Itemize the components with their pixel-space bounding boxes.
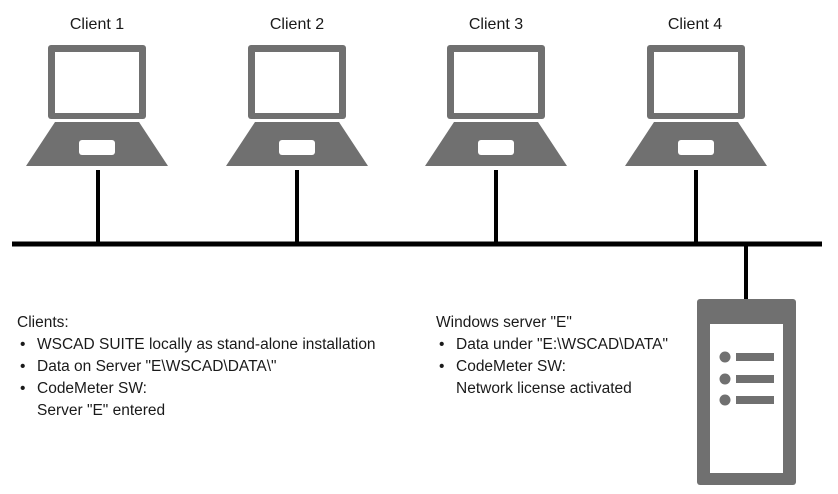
client-3-label: Client 3 — [469, 16, 523, 33]
laptop-icon — [625, 45, 767, 166]
server-tower-icon — [697, 299, 796, 485]
server-info-list: • Data under "E:\WSCAD\DATA" • CodeMeter… — [436, 334, 668, 400]
list-item: • WSCAD SUITE locally as stand-alone ins… — [17, 334, 376, 356]
list-item-text: CodeMeter SW: — [37, 380, 147, 397]
list-item-text: Data on Server "E\WSCAD\DATA\" — [37, 358, 277, 375]
clients-info-heading: Clients: — [17, 314, 69, 331]
client-1-label: Client 1 — [70, 16, 124, 33]
list-item-text: WSCAD SUITE locally as stand-alone insta… — [37, 336, 376, 353]
list-item-text: Network license activated — [456, 380, 632, 397]
client-2-label: Client 2 — [270, 16, 324, 33]
laptop-icon — [26, 45, 168, 166]
bullet-icon: • — [439, 336, 445, 353]
bullet-icon: • — [20, 336, 26, 353]
server-info: Windows server "E" • Data under "E:\WSCA… — [436, 312, 668, 400]
list-item: • CodeMeter SW: Server "E" entered — [17, 378, 376, 422]
list-item: • Data under "E:\WSCAD\DATA" — [436, 334, 668, 356]
list-item: • Data on Server "E\WSCAD\DATA\" — [17, 356, 376, 378]
server-info-heading: Windows server "E" — [436, 314, 572, 331]
bullet-icon: • — [439, 358, 445, 375]
list-item: • CodeMeter SW: Network license activate… — [436, 356, 668, 400]
bullet-icon: • — [20, 380, 26, 397]
bullet-icon: • — [20, 358, 26, 375]
clients-info: Clients: • WSCAD SUITE locally as stand-… — [17, 312, 376, 422]
list-item-text: Server "E" entered — [37, 402, 166, 419]
client-4-label: Client 4 — [668, 16, 722, 33]
list-item-text: Data under "E:\WSCAD\DATA" — [456, 336, 668, 353]
clients-info-list: • WSCAD SUITE locally as stand-alone ins… — [17, 334, 376, 422]
laptop-icon — [425, 45, 567, 166]
list-item-text: CodeMeter SW: — [456, 358, 566, 375]
laptop-icon — [226, 45, 368, 166]
